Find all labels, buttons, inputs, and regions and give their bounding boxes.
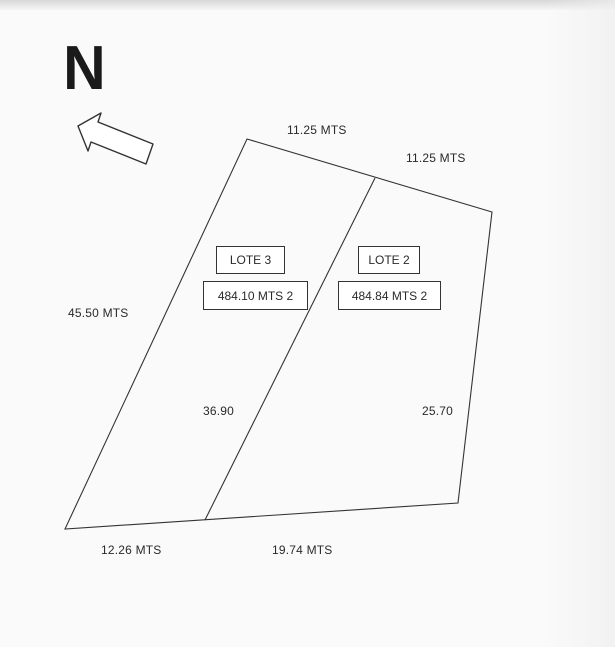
- north-arrow-icon: [77, 112, 154, 165]
- lot-3-name: LOTE 3: [216, 246, 285, 274]
- dim-right-side: 25.70: [422, 404, 454, 418]
- dim-top-right: 11.25 MTS: [406, 151, 466, 165]
- lot-3-area: 484.10 MTS 2: [203, 281, 308, 310]
- north-letter: N: [63, 34, 106, 103]
- lot-2-name: LOTE 2: [358, 246, 420, 274]
- dim-top-left: 11.25 MTS: [287, 123, 347, 137]
- parcel-boundary: [64, 138, 493, 530]
- dim-left-side: 45.50 MTS: [68, 306, 129, 320]
- scan-right-shadow: [545, 0, 615, 647]
- dim-bottom-right: 19.74 MTS: [272, 543, 333, 557]
- dim-bottom-left: 12.26 MTS: [101, 543, 162, 557]
- lot-divider-line: [204, 177, 376, 521]
- dim-divider: 36.90: [203, 404, 235, 418]
- scan-top-edge: [0, 0, 615, 10]
- lot-2-area: 484.84 MTS 2: [338, 281, 441, 310]
